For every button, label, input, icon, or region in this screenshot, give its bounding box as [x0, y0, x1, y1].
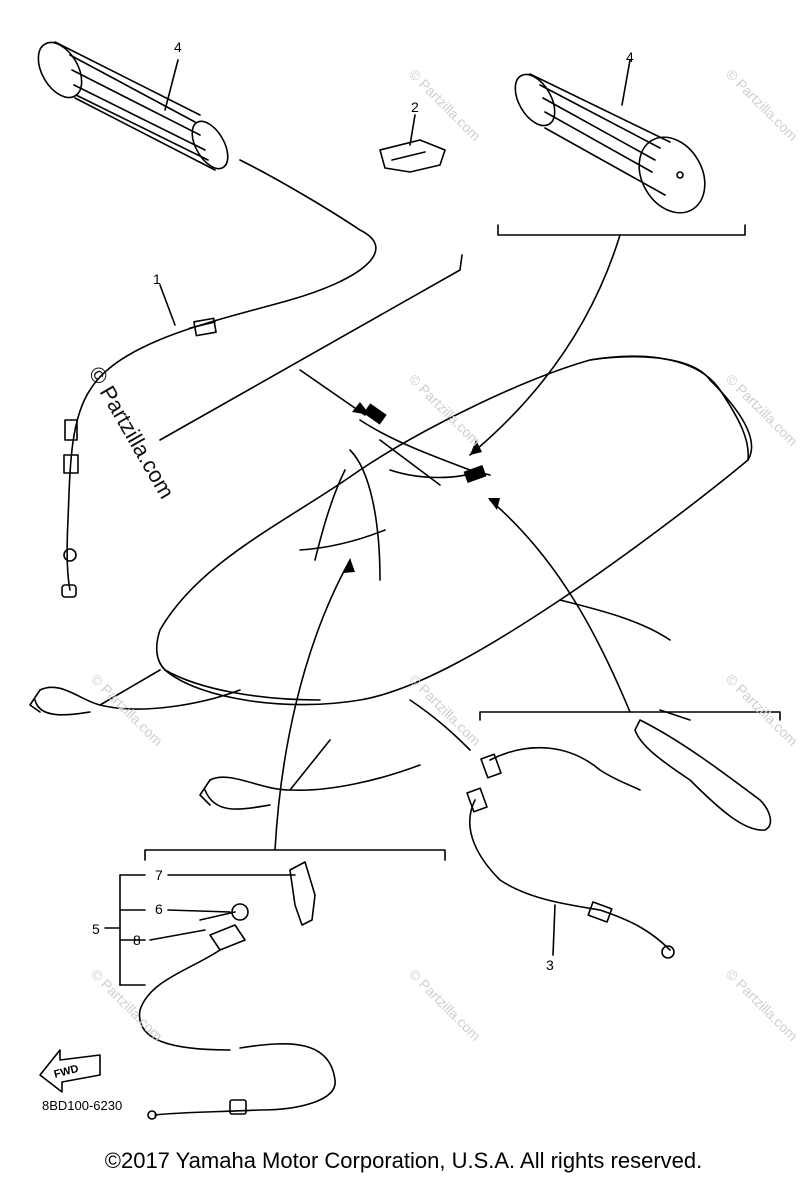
watermark-text: © Partzilla.com: [88, 671, 166, 749]
diagram-code: 8BD100-6230: [42, 1098, 122, 1113]
arrow-heads: [343, 402, 500, 573]
parts-diagram: © Partzilla.com © Partzilla.com © Partzi…: [29, 39, 801, 1120]
brake-cable: [466, 709, 772, 959]
callout-2: 2: [411, 99, 419, 115]
throttle-cable: [61, 159, 377, 598]
choke-cable: [138, 861, 336, 1120]
fwd-arrow: [39, 1049, 101, 1093]
callout-6: 6: [155, 901, 163, 917]
watermark-text: © Partzilla.com: [723, 671, 801, 749]
right-grip: [514, 73, 706, 214]
watermark-text: © Partzilla.com: [723, 966, 801, 1044]
watermark-text: © Partzilla.com: [406, 966, 484, 1044]
watermark-text: © Partzilla.com: [406, 671, 484, 749]
callout-7: 7: [155, 867, 163, 883]
callout-5: 5: [92, 921, 100, 937]
watermark-text: © Partzilla.com: [723, 66, 801, 144]
callouts: 4 4 2 1 7 6 5 8 3: [92, 39, 634, 973]
callout-1: 1: [153, 271, 161, 287]
watermarks: © Partzilla.com © Partzilla.com © Partzi…: [84, 66, 801, 1044]
watermark-text: © Partzilla.com: [406, 371, 484, 449]
watermark-text: © Partzilla.com: [88, 966, 166, 1044]
left-grip: [37, 41, 229, 171]
watermark-large: © Partzilla.com: [84, 362, 180, 503]
group-brackets: [104, 59, 781, 986]
callout-4-left: 4: [174, 39, 182, 55]
callout-4-right: 4: [626, 49, 634, 65]
watermark-text: © Partzilla.com: [723, 371, 801, 449]
clip-part: [379, 139, 446, 173]
copyright-notice: ©2017 Yamaha Motor Corporation, U.S.A. A…: [104, 1148, 703, 1173]
callout-3: 3: [546, 957, 554, 973]
fwd-label: FWD: [53, 1063, 80, 1081]
callout-8: 8: [133, 932, 141, 948]
